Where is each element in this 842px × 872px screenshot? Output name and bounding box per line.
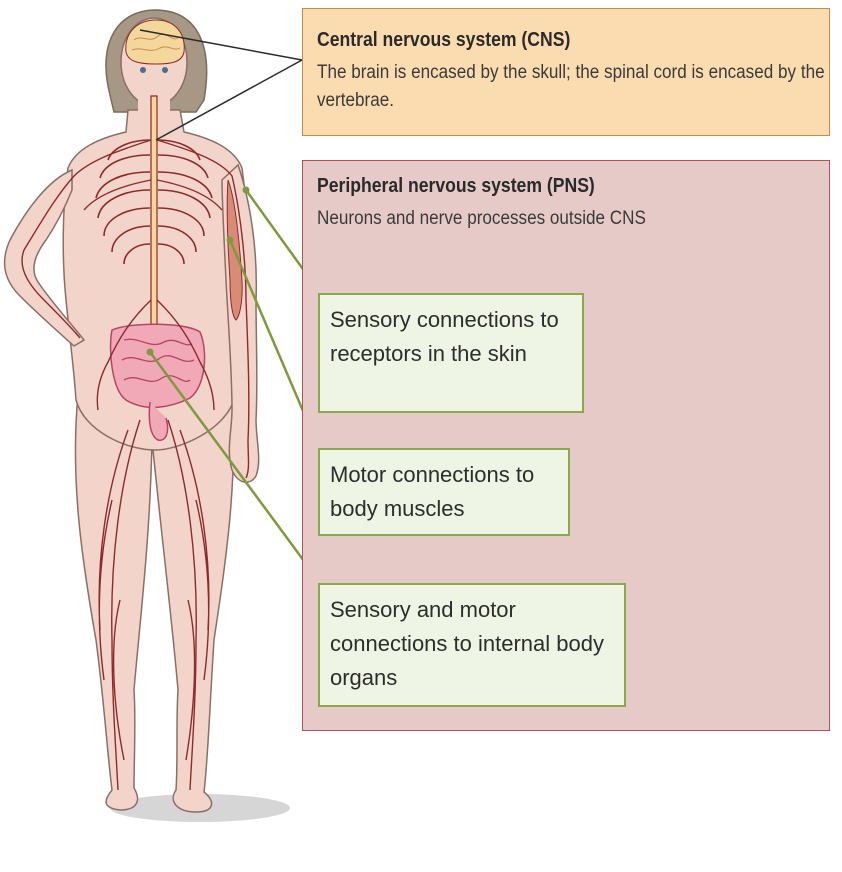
callout-muscles: Motor connections to body muscles: [318, 448, 570, 536]
left-eye: [140, 67, 146, 73]
pns-title: Peripheral nervous system (PNS): [317, 175, 595, 197]
rib-cage: [95, 139, 213, 265]
leader-dot-organs: [146, 348, 154, 356]
right-eye: [162, 67, 168, 73]
leader-dot-muscle: [226, 236, 234, 244]
right-leg: [151, 393, 235, 813]
spinal-cord: [150, 95, 158, 326]
cns-panel: Central nervous system (CNS) The brain i…: [302, 8, 830, 136]
human-body: [3, 9, 260, 813]
cns-leader-lines: [139, 29, 303, 141]
left-leg: [74, 393, 153, 811]
left-arm: [3, 168, 86, 347]
pns-description: Neurons and nerve processes outside CNS: [317, 208, 646, 229]
leader-dot-skin: [242, 186, 250, 194]
peripheral-nerves: [21, 139, 250, 791]
callout-organs: Sensory and motor connections to interna…: [318, 583, 626, 707]
brain: [125, 19, 185, 65]
intestines: [109, 323, 206, 441]
callout-skin: Sensory connections to receptors in the …: [318, 293, 584, 413]
cns-description: The brain is encased by the skull; the s…: [317, 62, 825, 111]
cns-title: Central nervous system (CNS): [317, 29, 571, 51]
